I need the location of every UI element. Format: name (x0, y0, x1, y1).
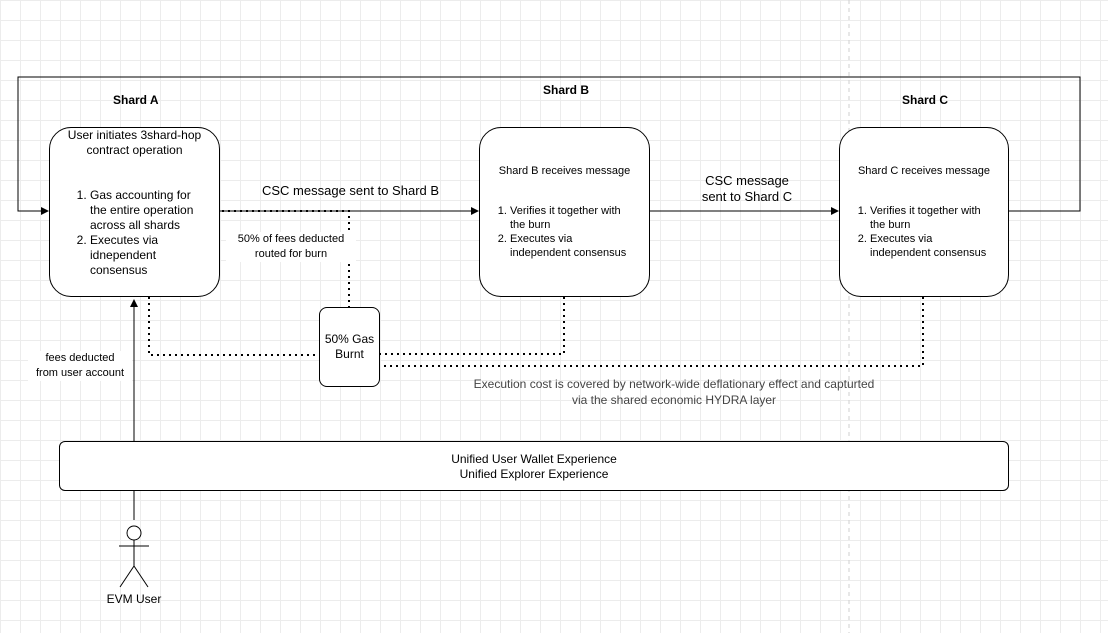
shard-a-title: Shard A (113, 93, 159, 107)
shard-b-step-1: Verifies it together with the burn (510, 204, 626, 232)
fees-routed-for-burn-label: 50% of fees deducted routed for burn (226, 232, 356, 262)
shard-b-steps: Verifies it together with the burn Execu… (484, 204, 626, 260)
shard-c-step-1: Verifies it together with the burn (870, 204, 986, 232)
gas-burnt-node[interactable]: 50% Gas Burnt (319, 307, 380, 387)
dotted-shard-a-to-burn (148, 297, 318, 356)
fees-from-user-label: fees deducted from user account (28, 351, 132, 381)
shard-c-step-2: Executes via independent consensus (870, 232, 986, 260)
unified-wallet-bar[interactable]: Unified User Wallet Experience Unified E… (59, 441, 1009, 491)
shard-a-steps: Gas accounting for the entire operation … (64, 188, 193, 278)
shard-b-step-2: Executes via independent consensus (510, 232, 626, 260)
shard-a-node[interactable]: User initiates 3shard-hop contract opera… (49, 127, 220, 297)
loop-arrow-c-to-a (17, 76, 1081, 215)
csc-to-shard-c-label: CSC message sent to Shard C (701, 173, 793, 204)
shard-b-node[interactable]: Shard B receives message Verifies it tog… (479, 127, 650, 297)
dotted-fees-routing (222, 210, 350, 307)
execution-cost-note: Execution cost is covered by network-wid… (473, 377, 875, 407)
evm-user-label: EVM User (106, 592, 162, 606)
shard-a-heading: User initiates 3shard-hop contract opera… (67, 128, 202, 157)
shard-c-node[interactable]: Shard C receives message Verifies it tog… (839, 127, 1009, 297)
dotted-shard-b-to-burn (380, 297, 565, 355)
shard-c-heading: Shard C receives message (857, 165, 991, 177)
shard-a-step-1: Gas accounting for the entire operation … (90, 188, 193, 233)
shard-c-title: Shard C (902, 93, 949, 107)
shard-b-heading: Shard B receives message (498, 165, 631, 177)
gas-burnt-label: 50% Gas Burnt (324, 332, 375, 361)
unified-wallet-label: Unified User Wallet Experience Unified E… (451, 452, 617, 481)
shard-c-steps: Verifies it together with the burn Execu… (844, 204, 986, 260)
evm-user-actor-icon (119, 525, 149, 588)
shard-a-step-2: Executes via idnependent consensus (90, 233, 193, 278)
dotted-shard-c-to-burn (380, 297, 924, 367)
csc-to-shard-b-label: CSC message sent to Shard B (262, 183, 440, 198)
shard-b-title: Shard B (543, 83, 590, 97)
